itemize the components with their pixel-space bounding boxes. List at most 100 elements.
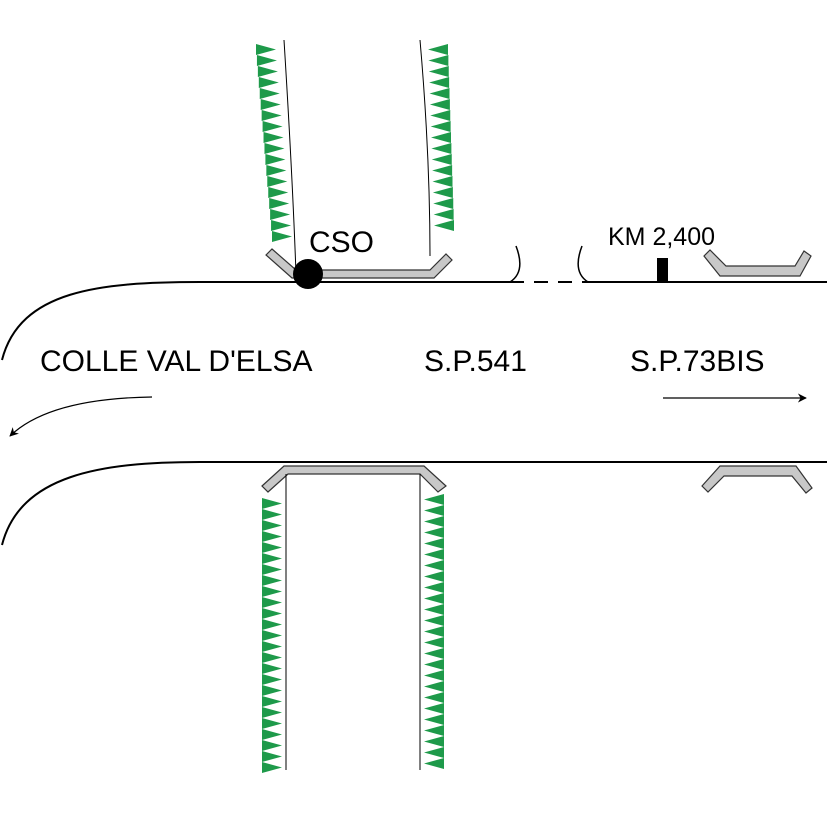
guardrail-bottom-right [701,465,813,494]
hedge-triangle [424,549,444,560]
guardrail-bottom-left [261,465,447,493]
hedge-triangle [424,725,444,736]
hedge-triangle [431,132,451,143]
hedge-triangle [424,626,444,637]
km-marker-label: KM 2,400 [608,223,716,251]
hedge-triangle [262,762,282,773]
hedge-triangle [256,44,276,55]
hedge-triangle [262,542,282,553]
hedge-triangle [262,707,282,718]
hedge-triangle [263,132,284,143]
hedge-triangle [262,498,282,509]
side-road-top-left-edge [283,39,297,275]
hedge-triangle [262,685,282,696]
hedge-triangle [424,516,444,527]
hedge-triangle [432,176,453,187]
hedge-triangle [424,681,444,692]
hedge-triangle [424,692,444,703]
hedge-triangle [262,509,282,520]
hedge-triangle [271,220,292,231]
hedge-triangle [428,44,448,55]
hedge-triangle [432,165,453,176]
hedge-triangle [270,209,291,220]
hedge-triangle [272,231,292,242]
hedge-triangle [266,165,287,176]
hedge-triangle [262,575,282,586]
hedge-triangle [430,121,451,132]
hedge-triangle [258,77,279,88]
hedge-triangle [429,99,450,110]
vegetation-hedges [256,44,454,773]
hedge-triangle [424,670,444,681]
hedge-triangle [424,747,444,758]
hedge-triangle [262,520,282,531]
hedge-triangle [256,55,277,66]
hedge-triangle [262,121,283,132]
hedge-triangle [434,220,454,231]
hedge-triangle [424,571,444,582]
hedge-triangle [262,740,282,751]
hedge-bottom-right [424,494,444,769]
hedge-triangle [257,66,278,77]
hedge-triangle [262,663,282,674]
hedge-triangle [424,560,444,571]
cso-label: CSO [309,226,375,259]
gap-arc-left [509,245,521,283]
hedge-triangle [265,154,286,165]
hedge-triangle [262,608,282,619]
hedge-triangle [424,538,444,549]
hedge-triangle [262,597,282,608]
road-edge-top [1,281,510,361]
hedge-triangle [424,593,444,604]
hedge-top-right [428,44,454,231]
hedge-triangle [264,143,285,154]
hedge-triangle [262,729,282,740]
hedge-triangle [262,586,282,597]
hedge-triangle [431,154,452,165]
hedge-triangle [429,77,450,88]
hedge-triangle [262,630,282,641]
hedge-triangle [262,641,282,652]
hedge-triangle [262,696,282,707]
guardrail-top-right [703,249,812,277]
hedge-triangle [262,564,282,575]
side-road-top-right-edge [419,39,431,257]
direction-right-label: S.P.73BIS [630,345,765,378]
hedge-triangle [262,619,282,630]
direction-left-label: COLLE VAL D'ELSA [40,345,313,378]
hedge-triangle [262,553,282,564]
hedge-triangle [424,505,444,516]
hedge-triangle [424,637,444,648]
hedge-triangle [424,714,444,725]
hedge-triangle [428,66,449,77]
hedge-triangle [424,703,444,714]
hedge-triangle [262,674,282,685]
hedge-triangle [259,88,280,99]
hedge-triangle [430,110,451,121]
hedge-triangle [433,198,454,209]
hedge-triangle [262,718,282,729]
hedge-triangle [424,604,444,615]
cso-point [293,259,323,289]
hedge-triangle [424,648,444,659]
hedge-triangle [260,99,281,110]
hedge-triangle [269,198,290,209]
road-edge-bottom [1,461,827,546]
gap-arc-right [577,245,589,283]
hedge-triangle [262,652,282,663]
hedge-triangle [424,582,444,593]
hedge-triangle [424,659,444,670]
hedge-triangle [262,531,282,542]
hedge-triangle [424,758,444,769]
road-name-label: S.P.541 [424,345,527,378]
hedge-triangle [424,527,444,538]
hedge-triangle [267,176,288,187]
hedge-triangle [431,143,452,154]
hedge-bottom-left [262,498,282,773]
hedge-triangle [428,55,449,66]
hedge-triangle [262,751,282,762]
arrow-left [9,396,153,437]
hedge-triangle [424,615,444,626]
hedge-top-left [256,44,292,242]
